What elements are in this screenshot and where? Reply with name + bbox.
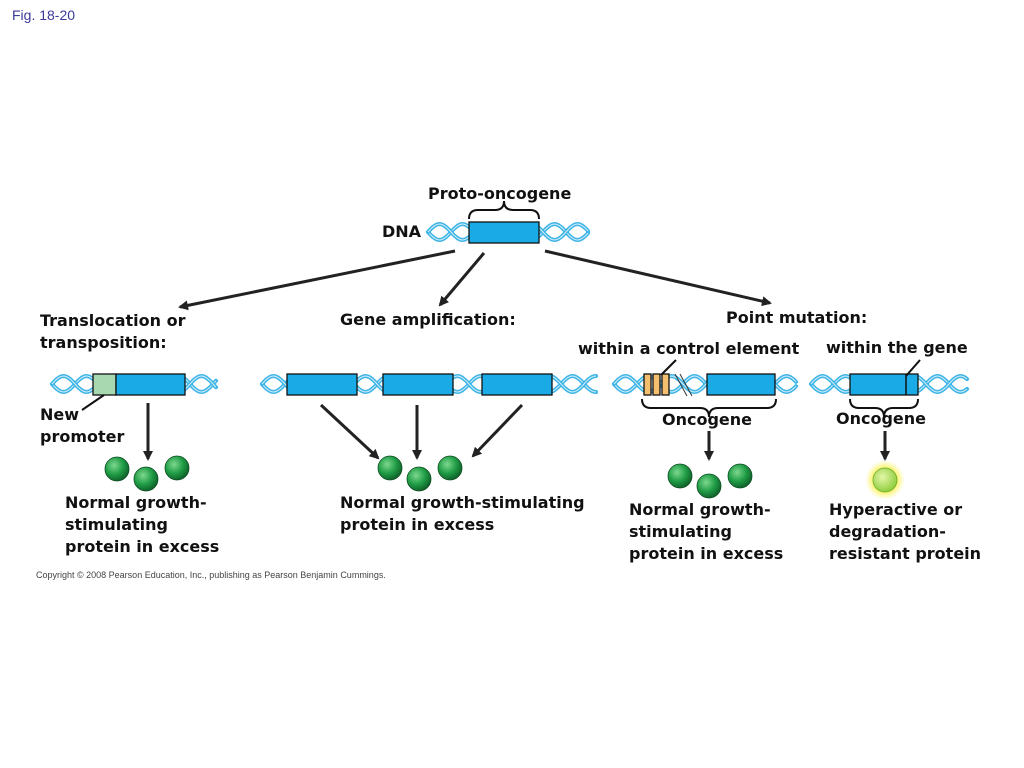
dna-label: DNA	[382, 222, 422, 241]
amplified-gene-1	[286, 373, 358, 396]
new-promoter-label: New promoter	[40, 405, 125, 446]
protein-control-1	[667, 463, 693, 489]
oncogene-brace-control	[641, 398, 777, 418]
protein-amplification-3	[437, 455, 463, 481]
control-element-pointer	[660, 359, 677, 376]
oncogene-label-gene: Oncogene	[836, 409, 927, 428]
point-mutation-title: Point mutation:	[726, 308, 868, 327]
gene-amplification-title: Gene amplification:	[340, 310, 516, 329]
gene-mutation-result: Hyperactive or degradation- resistant pr…	[829, 500, 982, 563]
figure-label: Fig. 18-20	[12, 7, 76, 23]
arrow-amplification-3	[471, 403, 524, 458]
protein-control-2	[696, 473, 722, 499]
protein-amplification-1	[377, 455, 403, 481]
within-gene-pointer	[905, 359, 921, 377]
oncogene-brace-gene	[849, 398, 919, 418]
protein-translocation-2	[133, 466, 159, 492]
control-element-mark	[679, 373, 693, 397]
arrow-to-translocation	[178, 249, 456, 311]
new-promoter-pointer	[81, 394, 105, 411]
oncogene-within-gene	[849, 373, 919, 396]
protein-control-3	[727, 463, 753, 489]
copyright-notice: Copyright © 2008 Pearson Education, Inc.…	[36, 570, 386, 580]
mutated-control-element-1	[643, 373, 652, 396]
mutated-control-element-3	[661, 373, 670, 396]
hyperactive-protein	[872, 467, 898, 493]
amplified-gene-3	[481, 373, 553, 396]
proto-oncogene-label: Proto-oncogene	[428, 184, 572, 203]
within-gene-subtitle: within the gene	[826, 338, 968, 357]
protein-amplification-2	[406, 466, 432, 492]
proto-oncogene-gene	[468, 221, 540, 244]
amplification-result: Normal growth-stimulating protein in exc…	[340, 493, 585, 534]
oncogene-control-element	[706, 373, 776, 396]
protein-translocation-1	[104, 456, 130, 482]
translocation-result: Normal growth- stimulating protein in ex…	[65, 493, 220, 556]
oncogene-label-control: Oncogene	[662, 410, 753, 429]
protein-translocation-3	[164, 455, 190, 481]
arrow-to-point-mutation	[544, 249, 772, 307]
arrow-amplification-1	[319, 403, 380, 460]
translocation-title: Translocation or transposition:	[40, 311, 186, 352]
translocated-gene	[115, 373, 186, 396]
control-element-mark	[674, 373, 688, 397]
arrow-to-amplification	[438, 252, 486, 307]
control-element-result: Normal growth- stimulating protein in ex…	[629, 500, 784, 563]
proto-oncogene-brace	[468, 200, 540, 220]
amplified-gene-2	[382, 373, 454, 396]
control-element-subtitle: within a control element	[578, 339, 800, 358]
new-promoter-region	[92, 373, 117, 396]
mutated-control-element-2	[652, 373, 661, 396]
